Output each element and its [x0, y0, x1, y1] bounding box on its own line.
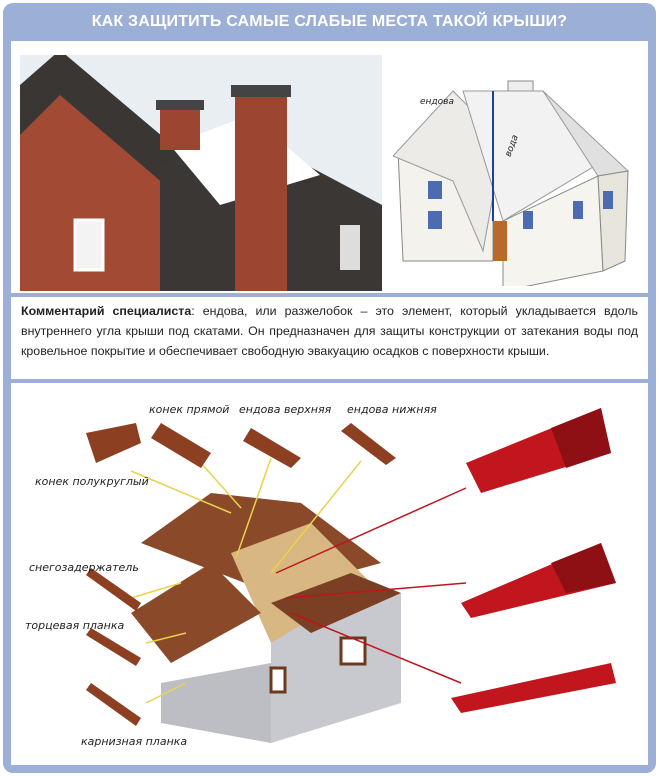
comment-text: : ендова, или разжелобок – это элемент, …: [21, 304, 638, 358]
label-gable-trim: торцевая планка: [25, 619, 125, 632]
house-parts-diagram: [86, 408, 616, 743]
label-valley-upper: ендова верхняя: [239, 403, 332, 416]
comment-heading: Комментарий специалиста: [21, 304, 192, 318]
label-ridge-straight: конек прямой: [149, 403, 230, 416]
roof-parts-panel: конек прямой ендова верхняя ендова нижня…: [11, 383, 648, 765]
top-panel: ендова вода: [11, 41, 648, 293]
valley-label: ендова: [420, 97, 454, 107]
valley-house-diagram: [393, 80, 630, 286]
infographic-frame: КАК ЗАЩИТИТЬ САМЫЕ СЛАБЫЕ МЕСТА ТАКОЙ КР…: [3, 3, 656, 773]
page-title: КАК ЗАЩИТИТЬ САМЫЕ СЛАБЫЕ МЕСТА ТАКОЙ КР…: [91, 13, 568, 30]
roof-photo: [20, 55, 382, 291]
label-valley-lower: ендова нижняя: [347, 403, 437, 416]
expert-comment: Комментарий специалиста: ендова, или раз…: [11, 297, 648, 379]
label-eave-trim: карнизная планка: [81, 735, 188, 748]
label-snow-guard: снегозадержатель: [29, 561, 139, 574]
label-ridge-round: конек полукруглый: [35, 475, 149, 488]
